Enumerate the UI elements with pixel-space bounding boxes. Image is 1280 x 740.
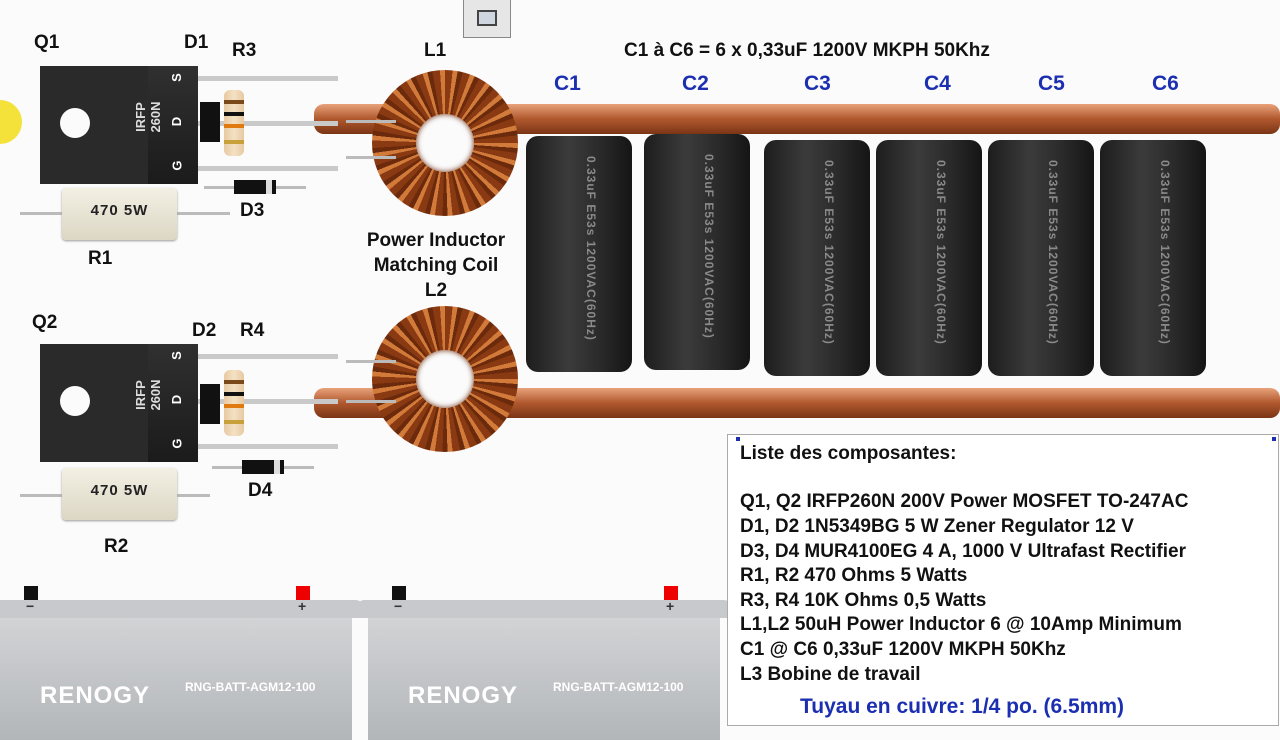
battery-model: RNG-BATT-AGM12-100 (185, 680, 316, 694)
label-r1: R1 (88, 248, 113, 269)
mosfet-part-line1: IRFP (133, 102, 148, 132)
battery-pos-sign: + (666, 598, 675, 614)
resistor-r4 (224, 370, 244, 436)
diode-d4 (242, 460, 284, 474)
mosfet-part-line1: IRFP (133, 380, 148, 410)
resistor-r1: 470 5W (62, 188, 177, 240)
component-list-heading: Liste des composantes: (740, 443, 957, 464)
inductor-caption: Power Inductor Matching Coil L2 (352, 228, 520, 303)
battery-1: − + RENOGY RNG-BATT-AGM12-100 (0, 598, 362, 740)
battery1-negative-terminal (24, 586, 38, 602)
capacitor-c4: 0.33uF E53s 1200VAC(60Hz) (876, 140, 982, 376)
capacitor-marking: 0.33uF E53s 1200VAC(60Hz) (702, 154, 716, 339)
label-l1: L1 (424, 40, 447, 61)
label-r2: R2 (104, 536, 129, 557)
pin-s-label: S (168, 73, 184, 82)
pin-g-label: G (169, 160, 185, 171)
component-list-item: R1, R2 470 Ohms 5 Watts (740, 565, 968, 586)
battery-pos-sign: + (298, 598, 307, 614)
toroid-inductor-l1 (372, 70, 518, 216)
battery2-positive-terminal (664, 586, 678, 602)
component-list-item: R3, R4 10K Ohms 0,5 Watts (740, 590, 987, 611)
battery-2: − + RENOGY RNG-BATT-AGM12-100 (358, 598, 730, 740)
label-d4: D4 (248, 480, 273, 501)
capacitor-marking: 0.33uF E53s 1200VAC(60Hz) (1158, 160, 1172, 345)
zener-diode-d2 (200, 384, 220, 424)
capacitor-marking: 0.33uF E53s 1200VAC(60Hz) (934, 160, 948, 345)
mosfet-part-line2: 260N (148, 101, 163, 133)
pin-d-label: D (169, 116, 185, 127)
component-list-item: L1,L2 50uH Power Inductor 6 @ 10Amp Mini… (740, 614, 1182, 635)
battery1-positive-terminal (296, 586, 310, 602)
component-list-box[interactable]: Liste des composantes: Q1, Q2 IRFP260N 2… (727, 434, 1279, 726)
battery-brand: RENOGY (40, 682, 151, 709)
toroid-inductor-l2 (372, 306, 518, 452)
battery-neg-sign: − (394, 598, 403, 614)
capacitor-title: C1 à C6 = 6 x 0,33uF 1200V MKPH 50Khz (624, 40, 990, 61)
label-r4: R4 (240, 320, 265, 341)
component-list-item: D3, D4 MUR4100EG 4 A, 1000 V Ultrafast R… (740, 541, 1186, 562)
label-l2: L2 (424, 280, 448, 301)
component-list-item: C1 @ C6 0,33uF 1200V MKPH 50Khz (740, 639, 1066, 660)
capacitor-c6: 0.33uF E53s 1200VAC(60Hz) (1100, 140, 1206, 376)
cap-label-c6: C6 (1152, 72, 1179, 95)
resistor-r2: 470 5W (62, 468, 177, 520)
cap-label-c3: C3 (804, 72, 831, 95)
capacitor-marking: 0.33uF E53s 1200VAC(60Hz) (584, 156, 598, 341)
capacitor-marking: 0.33uF E53s 1200VAC(60Hz) (822, 160, 836, 345)
window-icon (477, 10, 497, 26)
resistor-value: 470 5W (90, 202, 149, 219)
capacitor-marking: 0.33uF E53s 1200VAC(60Hz) (1046, 160, 1060, 345)
label-q2: Q2 (32, 312, 58, 333)
zener-diode-d1 (200, 102, 220, 142)
battery-brand: RENOGY (408, 682, 519, 709)
cap-label-c2: C2 (682, 72, 709, 95)
cap-label-c1: C1 (554, 72, 581, 95)
battery-model: RNG-BATT-AGM12-100 (553, 680, 684, 694)
component-list-item: Q1, Q2 IRFP260N 200V Power MOSFET TO-247… (740, 491, 1189, 512)
resistor-value: 470 5W (90, 482, 149, 499)
mosfet-part-line2: 260N (148, 379, 163, 411)
capacitor-c3: 0.33uF E53s 1200VAC(60Hz) (764, 140, 870, 376)
pin-g-label: G (169, 438, 185, 449)
pin-s-label: S (168, 351, 184, 360)
label-d1: D1 (184, 32, 209, 53)
battery2-negative-terminal (392, 586, 406, 602)
toolbar-button[interactable] (463, 0, 511, 38)
label-r3: R3 (232, 40, 257, 61)
inductor-caption-line1: Power Inductor (366, 230, 506, 251)
label-d3: D3 (240, 200, 265, 221)
pin-d-label: D (169, 394, 185, 405)
diode-d3 (234, 180, 276, 194)
cursor-highlight (0, 100, 22, 144)
copper-pipe-spec: Tuyau en cuivre: 1/4 po. (6.5mm) (800, 695, 1125, 718)
cap-label-c4: C4 (924, 72, 951, 95)
capacitor-c2: 0.33uF E53s 1200VAC(60Hz) (644, 134, 750, 370)
capacitor-c5: 0.33uF E53s 1200VAC(60Hz) (988, 140, 1094, 376)
label-d2: D2 (192, 320, 217, 341)
label-q1: Q1 (34, 32, 60, 53)
battery-neg-sign: − (26, 598, 35, 614)
cap-label-c5: C5 (1038, 72, 1065, 95)
component-list-item: L3 Bobine de travail (740, 664, 921, 685)
inductor-caption-line2: Matching Coil (373, 255, 499, 276)
component-list-item: D1, D2 1N5349BG 5 W Zener Regulator 12 V (740, 516, 1134, 537)
capacitor-c1: 0.33uF E53s 1200VAC(60Hz) (526, 136, 632, 372)
resistor-r3 (224, 90, 244, 156)
